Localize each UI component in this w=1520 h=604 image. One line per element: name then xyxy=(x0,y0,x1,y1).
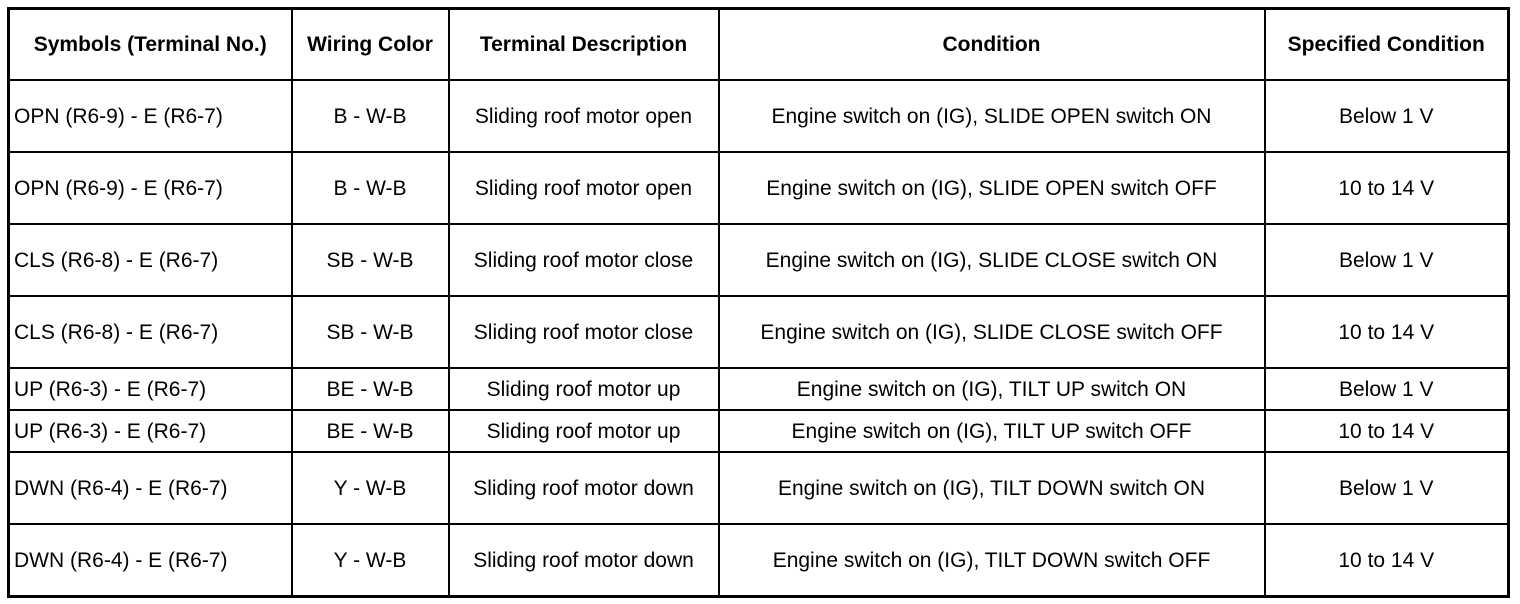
cell-description: Sliding roof motor up xyxy=(447,409,720,453)
cell-specified: Below 1 V xyxy=(1263,451,1510,525)
cell-symbol: UP (R6-3) - E (R6-7) xyxy=(7,367,293,411)
cell-description: Sliding roof motor close xyxy=(447,223,720,297)
cell-symbol: DWN (R6-4) - E (R6-7) xyxy=(7,451,293,525)
cell-specified: Below 1 V xyxy=(1263,223,1510,297)
table-row: CLS (R6-8) - E (R6-7) SB - W-B Sliding r… xyxy=(7,295,1510,369)
cell-condition: Engine switch on (IG), TILT UP switch OF… xyxy=(717,409,1266,453)
cell-wiring-color: B - W-B xyxy=(290,79,450,153)
cell-specified: 10 to 14 V xyxy=(1263,523,1510,598)
cell-wiring-color: SB - W-B xyxy=(290,223,450,297)
header-condition: Condition xyxy=(717,7,1266,81)
cell-description: Sliding roof motor up xyxy=(447,367,720,411)
cell-wiring-color: Y - W-B xyxy=(290,451,450,525)
cell-wiring-color: Y - W-B xyxy=(290,523,450,598)
cell-condition: Engine switch on (IG), TILT UP switch ON xyxy=(717,367,1266,411)
cell-condition: Engine switch on (IG), SLIDE OPEN switch… xyxy=(717,151,1266,225)
cell-specified: 10 to 14 V xyxy=(1263,151,1510,225)
terminal-spec-table: Symbols (Terminal No.) Wiring Color Term… xyxy=(7,7,1510,598)
table-row: CLS (R6-8) - E (R6-7) SB - W-B Sliding r… xyxy=(7,223,1510,297)
table-body: OPN (R6-9) - E (R6-7) B - W-B Sliding ro… xyxy=(7,79,1510,598)
table-row: OPN (R6-9) - E (R6-7) B - W-B Sliding ro… xyxy=(7,79,1510,153)
table-row: DWN (R6-4) - E (R6-7) Y - W-B Sliding ro… xyxy=(7,451,1510,525)
cell-specified: Below 1 V xyxy=(1263,79,1510,153)
cell-description: Sliding roof motor close xyxy=(447,295,720,369)
cell-symbol: OPN (R6-9) - E (R6-7) xyxy=(7,151,293,225)
cell-description: Sliding roof motor open xyxy=(447,79,720,153)
cell-wiring-color: SB - W-B xyxy=(290,295,450,369)
cell-condition: Engine switch on (IG), SLIDE OPEN switch… xyxy=(717,79,1266,153)
table-row: UP (R6-3) - E (R6-7) BE - W-B Sliding ro… xyxy=(7,367,1510,411)
cell-specified: 10 to 14 V xyxy=(1263,295,1510,369)
header-symbols: Symbols (Terminal No.) xyxy=(7,7,293,81)
table-header: Symbols (Terminal No.) Wiring Color Term… xyxy=(7,7,1510,81)
cell-wiring-color: BE - W-B xyxy=(290,367,450,411)
cell-condition: Engine switch on (IG), TILT DOWN switch … xyxy=(717,451,1266,525)
table-row: OPN (R6-9) - E (R6-7) B - W-B Sliding ro… xyxy=(7,151,1510,225)
cell-symbol: DWN (R6-4) - E (R6-7) xyxy=(7,523,293,598)
header-specified-condition: Specified Condition xyxy=(1263,7,1510,81)
cell-specified: 10 to 14 V xyxy=(1263,409,1510,453)
cell-wiring-color: B - W-B xyxy=(290,151,450,225)
table-row: DWN (R6-4) - E (R6-7) Y - W-B Sliding ro… xyxy=(7,523,1510,598)
header-terminal-description: Terminal Description xyxy=(447,7,720,81)
cell-description: Sliding roof motor open xyxy=(447,151,720,225)
cell-symbol: UP (R6-3) - E (R6-7) xyxy=(7,409,293,453)
cell-condition: Engine switch on (IG), SLIDE CLOSE switc… xyxy=(717,223,1266,297)
cell-symbol: CLS (R6-8) - E (R6-7) xyxy=(7,223,293,297)
cell-wiring-color: BE - W-B xyxy=(290,409,450,453)
cell-symbol: OPN (R6-9) - E (R6-7) xyxy=(7,79,293,153)
cell-condition: Engine switch on (IG), TILT DOWN switch … xyxy=(717,523,1266,598)
header-wiring-color: Wiring Color xyxy=(290,7,450,81)
cell-specified: Below 1 V xyxy=(1263,367,1510,411)
table-row: UP (R6-3) - E (R6-7) BE - W-B Sliding ro… xyxy=(7,409,1510,453)
header-row: Symbols (Terminal No.) Wiring Color Term… xyxy=(7,7,1510,81)
cell-symbol: CLS (R6-8) - E (R6-7) xyxy=(7,295,293,369)
cell-description: Sliding roof motor down xyxy=(447,451,720,525)
cell-condition: Engine switch on (IG), SLIDE CLOSE switc… xyxy=(717,295,1266,369)
cell-description: Sliding roof motor down xyxy=(447,523,720,598)
